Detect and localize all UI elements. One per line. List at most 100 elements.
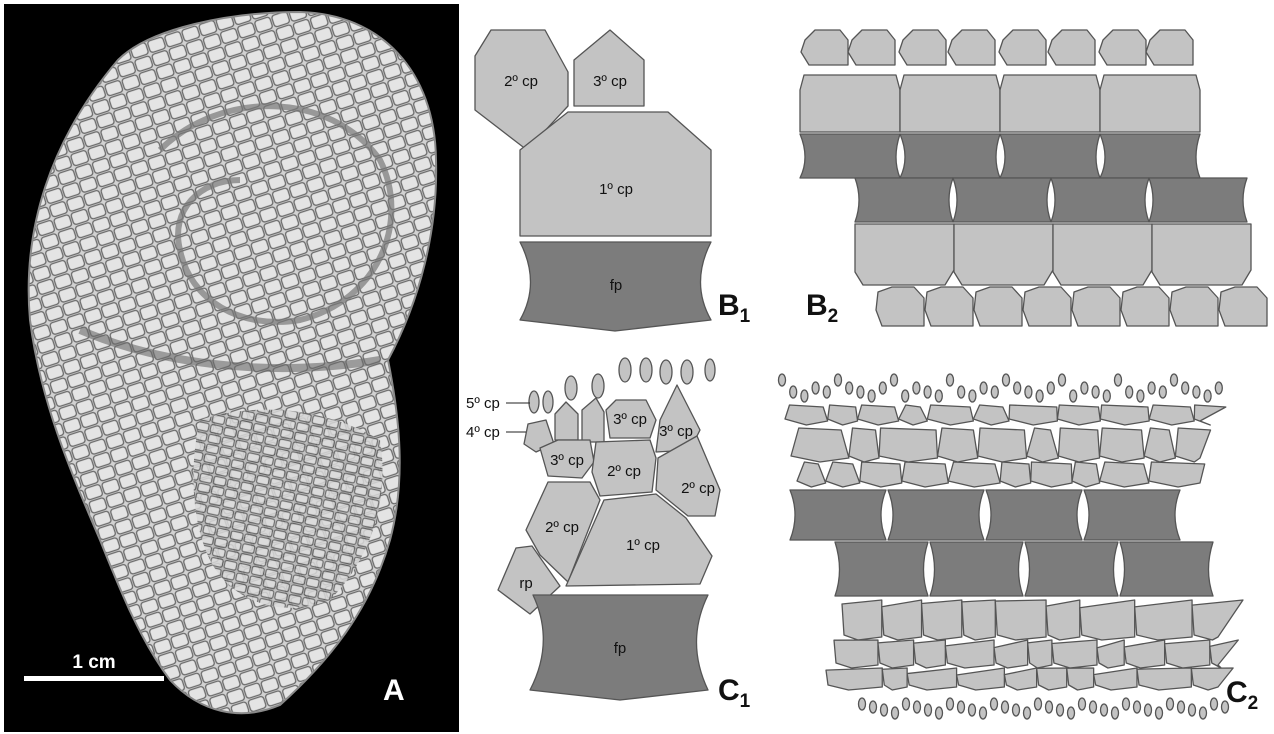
- ossicle: [529, 391, 539, 413]
- mosaic-plate: [1046, 600, 1080, 640]
- label-c1-4cp: 4º cp: [466, 424, 500, 441]
- mosaic-plate: [1192, 600, 1243, 640]
- floor-plate: [953, 178, 1051, 222]
- mosaic-plate: [1100, 428, 1145, 462]
- ossicle: [1156, 707, 1163, 719]
- ossicle: [991, 386, 998, 398]
- mosaic-plate: [797, 462, 826, 487]
- panel-c1-letter: C1: [718, 674, 751, 712]
- ossicle: [1046, 701, 1053, 713]
- mosaic-plate: [1037, 668, 1067, 690]
- ossicle: [1036, 390, 1043, 402]
- small-plate: [876, 287, 924, 326]
- small-plate: [1121, 287, 1169, 326]
- mosaic-plate: [1028, 640, 1052, 668]
- floor-plate: [888, 490, 984, 540]
- ossicle: [925, 704, 932, 716]
- ossicle: [947, 374, 954, 386]
- mosaic-plate: [907, 668, 956, 690]
- ossicle: [1090, 701, 1097, 713]
- small-plate: [948, 30, 995, 65]
- panel-c2: C2: [779, 374, 1259, 719]
- panel-b1-letter: B1: [718, 289, 751, 327]
- ossicle: [835, 374, 842, 386]
- mosaic-plate: [879, 428, 937, 462]
- mosaic-plate: [826, 462, 860, 487]
- ossicle: [1134, 701, 1141, 713]
- ossicle: [969, 390, 976, 402]
- mosaic-plate: [826, 668, 882, 690]
- ossicle: [980, 707, 987, 719]
- mosaic-plate: [1052, 640, 1097, 668]
- floor-plate: [986, 490, 1082, 540]
- floor-plate: [835, 542, 928, 596]
- mosaic-plate: [1210, 640, 1239, 668]
- ossicle: [991, 698, 998, 710]
- ossicle: [936, 707, 943, 719]
- mosaic-plate: [1175, 428, 1210, 462]
- ossicle: [1182, 382, 1189, 394]
- mosaic-plate: [948, 462, 1000, 487]
- small-plate: [974, 287, 1022, 326]
- panel-c1: 5º cp 4º cp 3º cp 3º cp 3º cp 2º cp 2º c…: [466, 358, 751, 712]
- ossicle: [1070, 390, 1077, 402]
- label-c1-5cp: 5º cp: [466, 395, 500, 412]
- plate-small: [582, 398, 604, 442]
- ossicle: [902, 390, 909, 402]
- mosaic-plate: [1031, 462, 1072, 487]
- panel-b2-letter: B2: [806, 289, 838, 327]
- mosaic-plate: [978, 428, 1027, 462]
- small-plate: [1072, 287, 1120, 326]
- mosaic-plate: [1100, 462, 1149, 487]
- mosaic-plate: [1100, 405, 1149, 425]
- mosaic-plate: [922, 600, 962, 640]
- mosaic-plate: [927, 405, 973, 425]
- ossicle: [1123, 698, 1130, 710]
- ossicle: [1003, 374, 1010, 386]
- small-plate: [1219, 287, 1267, 326]
- ossicle: [1079, 698, 1086, 710]
- ossicle: [592, 374, 604, 398]
- mosaic-plate: [973, 405, 1009, 425]
- scale-bar: [24, 676, 164, 681]
- ossicle: [1145, 704, 1152, 716]
- ossicle: [1167, 698, 1174, 710]
- label-c1-2cp-mid: 2º cp: [607, 463, 641, 480]
- floor-plate: [1025, 542, 1118, 596]
- ossicle: [1137, 390, 1144, 402]
- ossicle: [619, 358, 631, 382]
- ossicle: [1193, 386, 1200, 398]
- floor-plate: [800, 134, 900, 178]
- panel-a-letter: A: [383, 674, 405, 707]
- mosaic-plate: [828, 405, 858, 425]
- small-plate: [1048, 30, 1095, 65]
- covering-plate: [855, 224, 954, 285]
- ossicle: [779, 374, 786, 386]
- ossicle: [881, 704, 888, 716]
- ossicle: [1081, 382, 1088, 394]
- ossicle: [868, 390, 875, 402]
- ossicle: [640, 358, 652, 382]
- label-c1-rp: rp: [519, 575, 532, 592]
- ossicle: [1148, 382, 1155, 394]
- ossicle: [790, 386, 797, 398]
- ossicle: [892, 707, 899, 719]
- mosaic-plate: [842, 600, 882, 640]
- mosaic-plate: [1057, 405, 1100, 425]
- panel-c2-letter: C2: [1226, 676, 1258, 714]
- ossicle: [1002, 701, 1009, 713]
- plate-1cp: [520, 112, 711, 236]
- floor-plate: [1051, 178, 1149, 222]
- mosaic-plate: [1000, 462, 1031, 487]
- mosaic-plate: [1004, 668, 1036, 690]
- ossicle: [935, 390, 942, 402]
- ossicle: [801, 390, 808, 402]
- ossicle: [1189, 704, 1196, 716]
- ossicle: [1200, 707, 1207, 719]
- covering-plate: [1000, 75, 1100, 132]
- ossicle: [681, 360, 693, 384]
- label-b1-3cp: 3º cp: [593, 73, 627, 90]
- ossicle: [859, 698, 866, 710]
- mosaic-plate: [914, 640, 946, 668]
- ossicle: [1115, 374, 1122, 386]
